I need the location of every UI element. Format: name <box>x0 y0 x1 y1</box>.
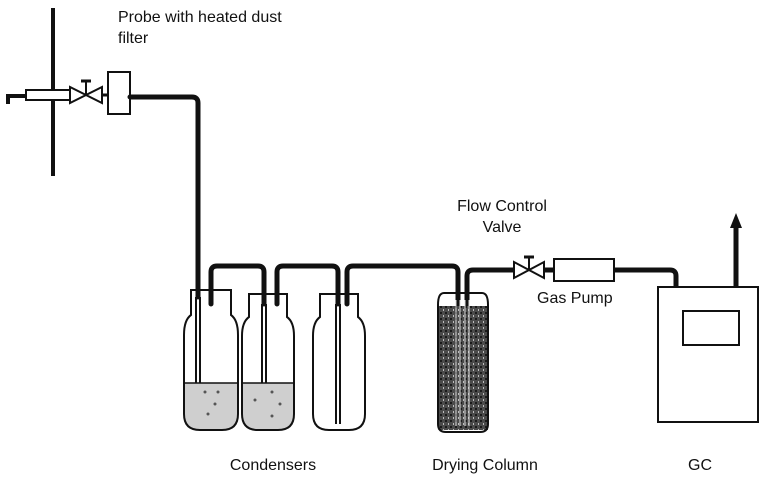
condenser-3 <box>312 293 366 431</box>
condenser-1 <box>183 289 239 431</box>
gas-pump <box>553 258 615 282</box>
gas-pump-label: Gas Pump <box>537 290 613 307</box>
condensers-label: Condensers <box>229 457 317 474</box>
flow-control-label-line2: Valve <box>482 219 522 236</box>
probe-label-line1: Probe with heated dust <box>118 9 282 26</box>
gc-instrument <box>657 286 759 423</box>
exhaust-arrow-icon <box>730 213 742 228</box>
flow-control-label-line1: Flow Control <box>457 198 547 215</box>
probe <box>6 89 78 104</box>
tubing <box>127 94 739 307</box>
drying-column <box>437 292 489 433</box>
flow-control-valve <box>513 255 545 280</box>
condenser-2 <box>241 293 295 431</box>
probe-label-line2: filter <box>118 30 149 47</box>
heated-dust-filter <box>107 71 131 115</box>
gc-label: GC <box>688 457 712 474</box>
drying-column-label: Drying Column <box>432 457 538 474</box>
probe-valve <box>69 79 108 105</box>
